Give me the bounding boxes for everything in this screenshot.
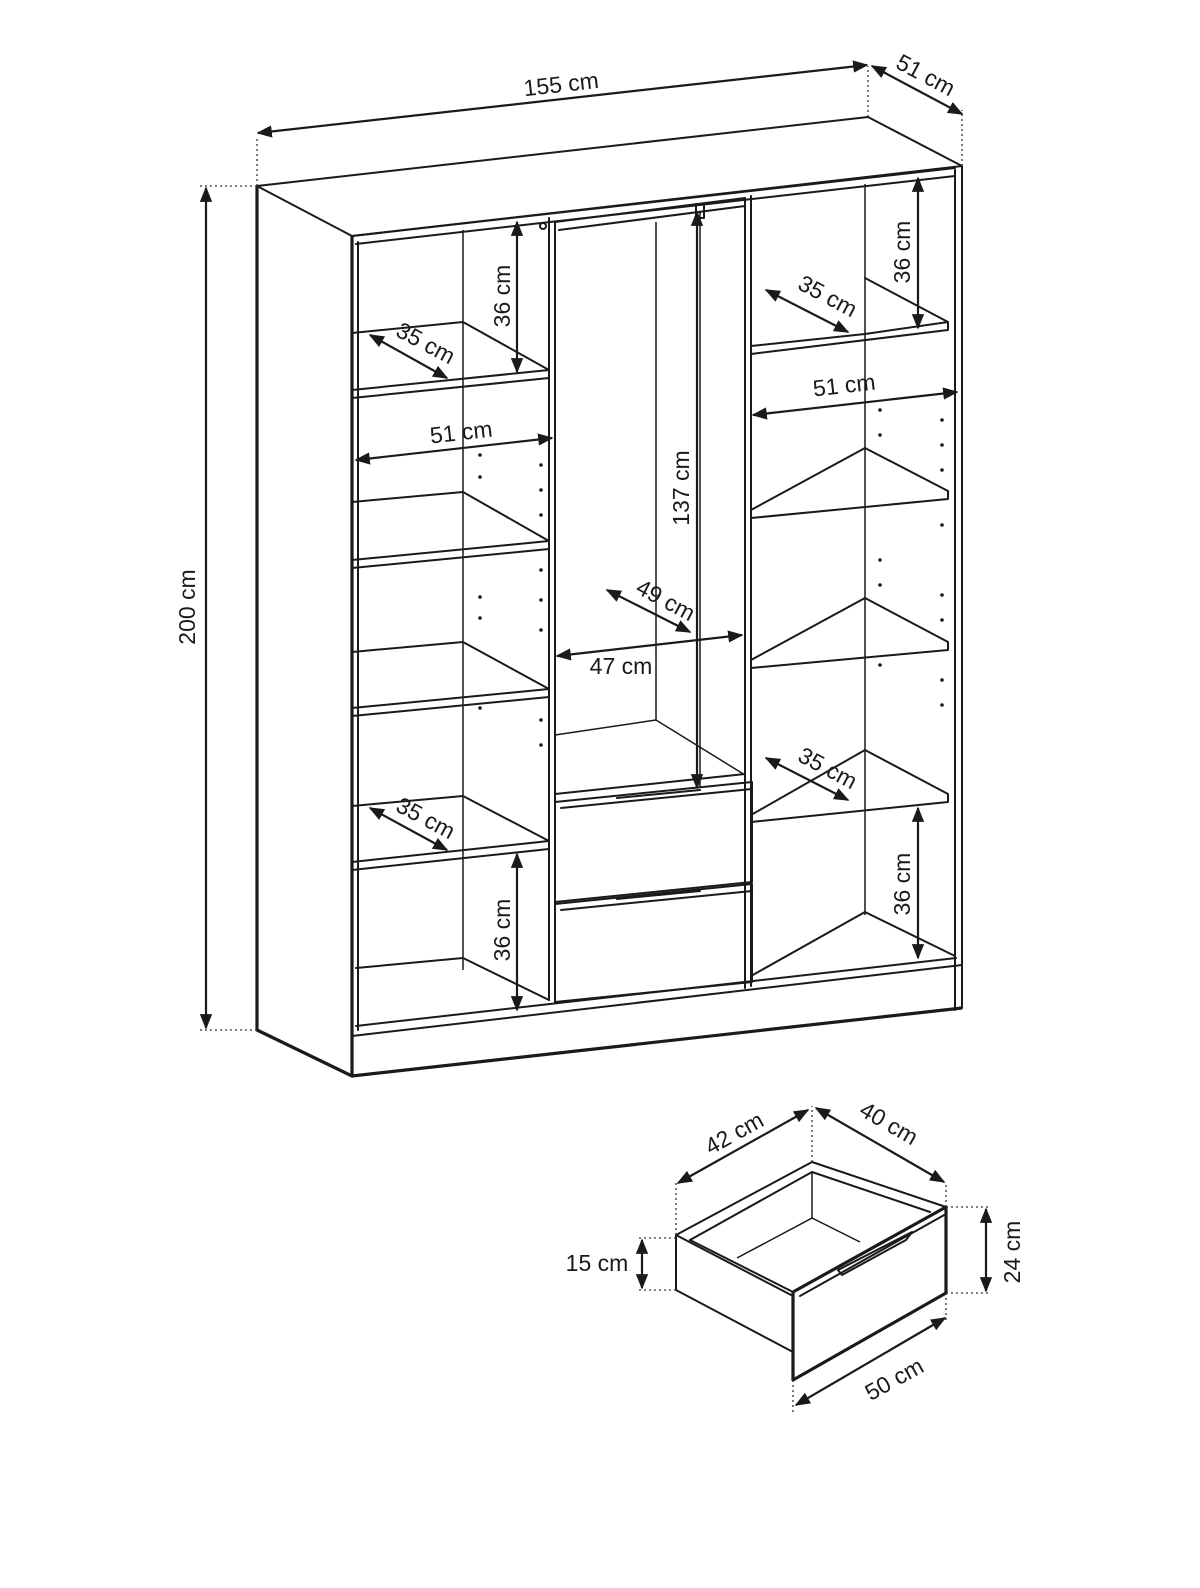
right-bottom-height-label: 36 cm: [889, 853, 915, 916]
left-width-label: 51 cm: [429, 416, 494, 449]
drawer-dimension-labels: 42 cm 40 cm 15 cm 24 cm 50 cm: [566, 1096, 1025, 1405]
drawer-front-height-label: 24 cm: [999, 1221, 1025, 1284]
wardrobe: 155 cm 51 cm 200 cm 36 cm 35 cm 51 cm 35…: [174, 49, 964, 1078]
left-bottom-height-label: 36 cm: [489, 899, 515, 962]
height-label: 200 cm: [174, 569, 200, 644]
left-top-height-label: 36 cm: [489, 265, 515, 328]
right-shelf-pin-holes: [878, 408, 944, 707]
left-compartment: [351, 217, 550, 1001]
drawer-box-height-label: 15 cm: [566, 1250, 629, 1276]
wardrobe-dimension-arrows: [199, 60, 964, 1030]
drawer-dimension-arrows: [635, 1107, 993, 1406]
right-bottom-depth-label: 35 cm: [794, 742, 862, 794]
wardrobe-dimension-labels: 155 cm 51 cm 200 cm 36 cm 35 cm 51 cm 35…: [174, 49, 960, 962]
right-top-depth-label: 35 cm: [794, 270, 862, 322]
center-width-label: 47 cm: [590, 653, 653, 679]
right-compartment: [750, 184, 956, 977]
center-height-label: 137 cm: [668, 450, 694, 525]
left-shelf-pin-holes: [478, 453, 543, 747]
wardrobe-body: [255, 116, 963, 1078]
drawer-extension-lines: [638, 1106, 990, 1412]
drawer-box: [675, 1161, 948, 1382]
drawer: 42 cm 40 cm 15 cm 24 cm 50 cm: [566, 1096, 1025, 1412]
left-top-depth-label: 35 cm: [392, 317, 460, 369]
center-depth-label: 49 cm: [632, 574, 700, 626]
drawer-depth-label: 40 cm: [855, 1096, 922, 1150]
drawer-fronts: [554, 781, 753, 1003]
right-width-label: 51 cm: [812, 369, 877, 402]
depth-label: 51 cm: [892, 49, 960, 101]
right-top-height-label: 36 cm: [889, 221, 915, 284]
